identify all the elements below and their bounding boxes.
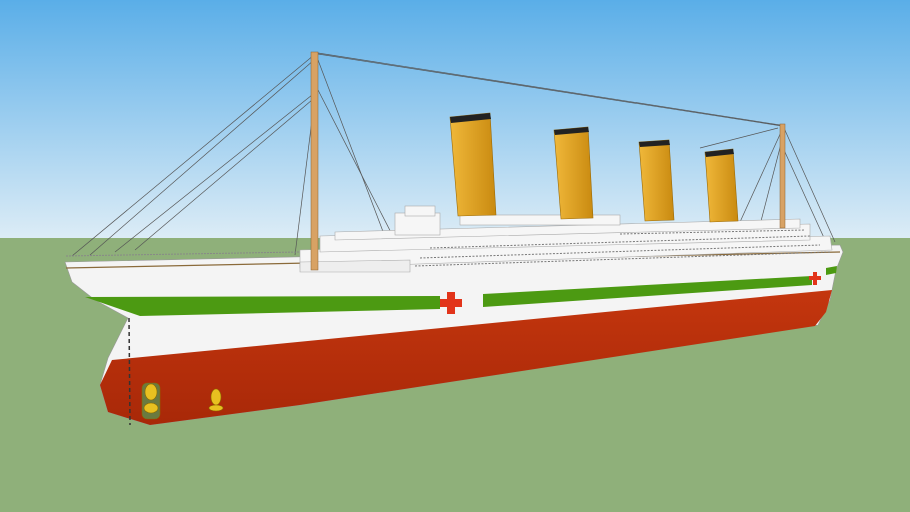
red-cross-bow-icon [809,272,821,285]
funnel-2 [553,126,594,220]
funnel-tops [450,113,734,157]
funnel-1 [449,112,497,217]
fore-mast [310,51,319,271]
red-cross-icon [440,292,462,314]
rigging [71,52,836,257]
deck-railing [65,251,301,257]
green-band-fwd [483,276,812,307]
green-band-aft [85,296,440,316]
green-band-bow [826,266,837,275]
hull-red [100,290,832,425]
windows [414,229,831,267]
rudder-line [128,317,131,426]
propeller-icon [141,382,224,420]
funnel-4 [704,148,739,223]
funnel-3 [638,139,675,222]
funnels [449,112,739,223]
aft-mast [779,123,786,229]
superstructure [299,205,833,273]
